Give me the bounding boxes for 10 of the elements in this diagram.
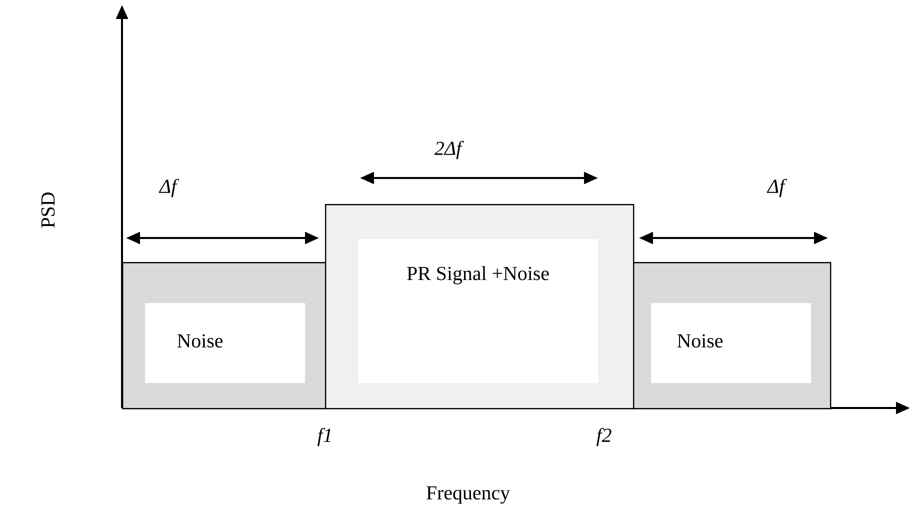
dimension-label: Δf xyxy=(766,178,787,198)
band-box: Noise xyxy=(633,262,832,410)
band-box: PR Signal +Noise xyxy=(325,204,634,410)
tick-label: f2 xyxy=(596,428,612,446)
dimension-label: 2Δf xyxy=(434,140,464,160)
axis-label: Frequency xyxy=(426,486,510,504)
dimension-label: Δf xyxy=(158,178,179,198)
axis-label: PSD xyxy=(41,192,55,228)
tick-label: f1 xyxy=(317,428,331,446)
band-box: Noise xyxy=(122,262,326,410)
